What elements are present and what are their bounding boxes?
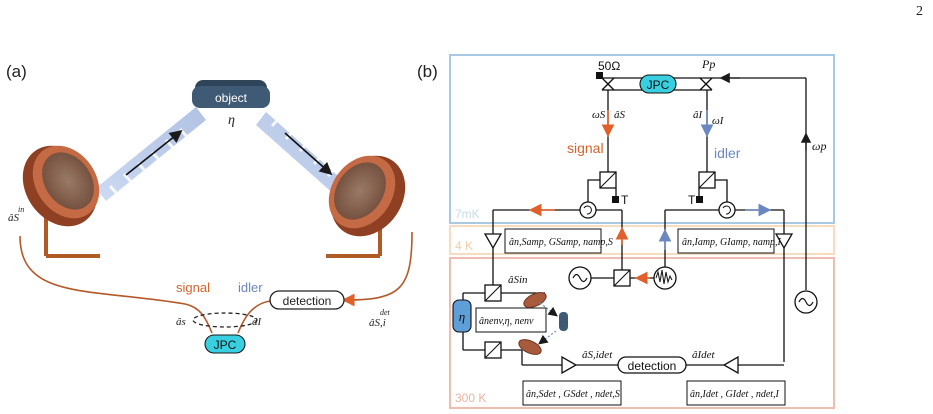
stage-7mk-box [449, 54, 835, 224]
termination-50ohm [596, 72, 603, 79]
amp-s-label: ân,Samp, GSamp, namp,S [509, 237, 613, 248]
object-target: object [192, 80, 270, 108]
env-box [475, 307, 547, 333]
amp-idler [774, 233, 794, 250]
detection-label-a: detection [283, 294, 332, 308]
asi-det-label-b: âS,idet [582, 349, 613, 361]
jpc-label-a: JPC [214, 338, 237, 352]
right-mirror [326, 155, 406, 258]
jpc-b [639, 74, 677, 94]
signal-label-b: signal [567, 140, 604, 156]
ai-label-a: âI [252, 316, 263, 328]
stage-300k-box [449, 257, 835, 409]
t-left-label: T [621, 193, 629, 207]
eta-box [452, 299, 472, 333]
left-mirror [22, 145, 100, 258]
amp-i-box [677, 228, 775, 254]
asi-det-sup-a: det [380, 308, 391, 317]
beam-left [96, 107, 206, 201]
as-in-label-b: âSin [508, 274, 528, 286]
stage-7mk-label: 7mK [455, 207, 480, 221]
pp-label: Pp [701, 57, 715, 71]
jpc-a [204, 334, 246, 354]
eta-label-b: η [459, 309, 465, 324]
detection-label-b: detection [628, 359, 677, 373]
as-label-b: âS [614, 109, 626, 121]
page-number: 2 [916, 4, 923, 19]
amp-i-label: ân,Iamp, GIamp, namp,I [682, 237, 782, 248]
beam-right [256, 112, 346, 196]
eta-label: η [228, 113, 235, 128]
jpc-label-b: JPC [647, 78, 670, 92]
omega-i-label: ωI [712, 115, 725, 127]
amp-signal [483, 233, 503, 250]
det-s-box [522, 380, 622, 406]
as-in-sup-a: in [18, 205, 24, 214]
env-label: ânenv,η, nenv [479, 316, 534, 327]
t-right-label: T [688, 193, 696, 207]
det-amp-signal [561, 355, 578, 375]
stage-4k-label: 4 K [455, 239, 473, 253]
object-label: object [215, 91, 248, 105]
detection-box-a [269, 290, 345, 310]
panel-a: (a) [6, 62, 413, 354]
det-i-box [686, 380, 786, 406]
panel-b: (b) 7mK 4 K 300 K 50Ω JPC Pp [417, 54, 835, 409]
pair-loop [192, 312, 258, 328]
mini-object [559, 312, 568, 331]
circulator-signal [579, 201, 597, 219]
panel-b-label: (b) [417, 62, 438, 81]
stage-300k-label: 300 K [455, 391, 486, 405]
idler-label-b: idler [714, 145, 741, 161]
ai-det-label-b: âIdet [692, 349, 716, 361]
amp-s-box [504, 228, 602, 254]
idler-path-a [237, 300, 271, 334]
panel-a-label: (a) [6, 62, 27, 81]
as-in-label-a: âS [8, 212, 20, 224]
ai-label-b: âI [693, 109, 704, 121]
omega-s-label: ωS [592, 109, 606, 121]
stage-4k-box [449, 225, 835, 255]
mini-mirror-bottom [518, 339, 542, 355]
omega-p-label: ωp [812, 139, 826, 153]
det-amp-idler [722, 355, 739, 375]
idler-label-a: idler [238, 280, 263, 295]
ohm-label: 50Ω [598, 59, 620, 73]
return-path-a [341, 231, 413, 307]
signal-label-a: signal [176, 280, 210, 295]
det-s-label: ân,Sdet , GSdet , ndet,S [526, 389, 620, 400]
as-label-a: âs [176, 316, 186, 328]
det-i-label: ân,Idet , GIdet , ndet,I [690, 389, 780, 400]
circulator-idler [718, 201, 736, 219]
asi-det-label-a: âS,i [369, 317, 386, 329]
